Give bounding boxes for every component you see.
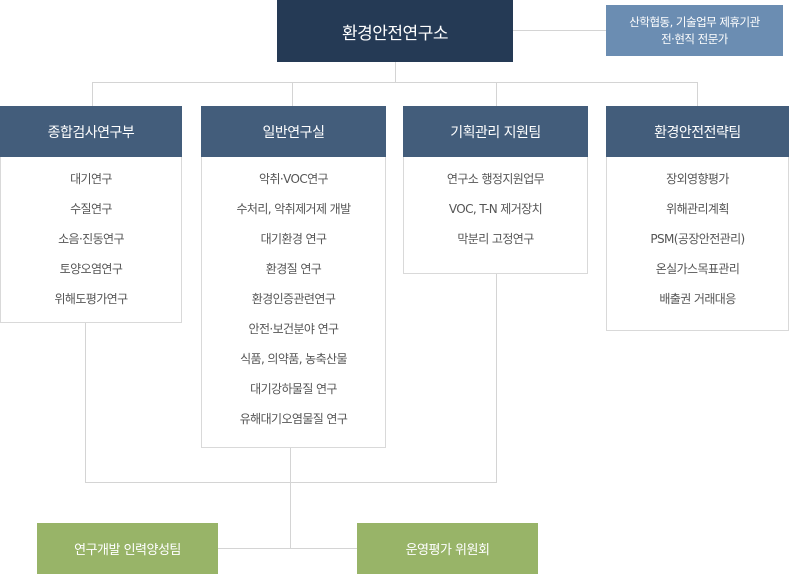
- list-item: 온실가스목표관리: [655, 262, 740, 276]
- connector-line: [496, 82, 497, 106]
- connector-line: [290, 448, 291, 549]
- connector-line: [292, 82, 293, 106]
- department-box-general-inspection: 종합검사연구부 대기연구 수질연구 소음·진동연구 토양오염연구 위해도평가연구: [0, 106, 182, 323]
- list-item: PSM(공장안전관리): [650, 232, 745, 246]
- connector-line: [496, 274, 497, 483]
- rd-training-team-title: 연구개발 인력양성팀: [74, 543, 181, 558]
- list-item: 수처리, 악취제거제 개발: [236, 202, 351, 216]
- department-header: 기획관리 지원팀: [403, 106, 588, 157]
- list-item: 배출권 거래대응: [659, 292, 736, 306]
- department-box-general-lab: 일반연구실 악취·VOC연구 수처리, 악취제거제 개발 대기환경 연구 환경질…: [201, 106, 386, 448]
- department-header: 환경안전전략팀: [606, 106, 789, 157]
- list-item: 소음·진동연구: [58, 232, 124, 246]
- connector-line: [92, 82, 698, 83]
- list-item: 대기연구: [70, 172, 112, 186]
- department-box-safety-strategy: 환경안전전략팀 장외영향평가 위해관리계획 PSM(공장안전관리) 온실가스목표…: [606, 106, 789, 331]
- list-item: 장외영향평가: [666, 172, 729, 186]
- evaluation-committee-title: 운영평가 위원회: [405, 543, 490, 558]
- list-item: VOC, T-N 제거장치: [448, 202, 543, 216]
- connector-line: [697, 82, 698, 106]
- connector-line: [85, 482, 497, 483]
- department-header: 종합검사연구부: [0, 106, 182, 157]
- list-item: 안전·보건분야 연구: [248, 322, 340, 336]
- department-box-planning-support: 기획관리 지원팀 연구소 행정지원업무 VOC, T-N 제거장치 막분리 고정…: [403, 106, 588, 274]
- list-item: 대기환경 연구: [260, 232, 327, 246]
- institute-box: 환경안전연구소: [277, 0, 513, 62]
- connector-line: [92, 82, 93, 106]
- list-item: 연구소 행정지원업무: [446, 172, 545, 186]
- list-item: 환경질 연구: [265, 262, 322, 276]
- list-item: 유해대기오염물질 연구: [239, 412, 348, 426]
- list-item: 토양오염연구: [59, 262, 123, 276]
- list-item: 악취·VOC연구: [259, 172, 329, 186]
- list-item: 위해관리계획: [666, 202, 729, 216]
- connector-line: [217, 548, 357, 549]
- institute-title: 환경안전연구소: [342, 23, 448, 44]
- connector-line: [85, 323, 86, 483]
- list-item: 막분리 고정연구: [457, 232, 534, 246]
- partner-box: 산학협동, 기술업무 제휴기관 전·현직 전문가: [606, 5, 783, 56]
- rd-training-team-box: 연구개발 인력양성팀: [37, 523, 218, 574]
- partner-line2: 전·현직 전문가: [661, 31, 728, 46]
- list-item: 대기강하물질 연구: [250, 382, 337, 396]
- connector-line: [513, 30, 606, 31]
- department-header: 일반연구실: [201, 106, 386, 157]
- list-item: 위해도평가연구: [54, 292, 128, 306]
- list-item: 수질연구: [70, 202, 112, 216]
- evaluation-committee-box: 운영평가 위원회: [357, 523, 538, 574]
- list-item: 환경인증관련연구: [251, 292, 336, 306]
- partner-line1: 산학협동, 기술업무 제휴기관: [629, 14, 760, 29]
- connector-line: [395, 62, 396, 83]
- list-item: 식품, 의약품, 농축산물: [240, 352, 347, 366]
